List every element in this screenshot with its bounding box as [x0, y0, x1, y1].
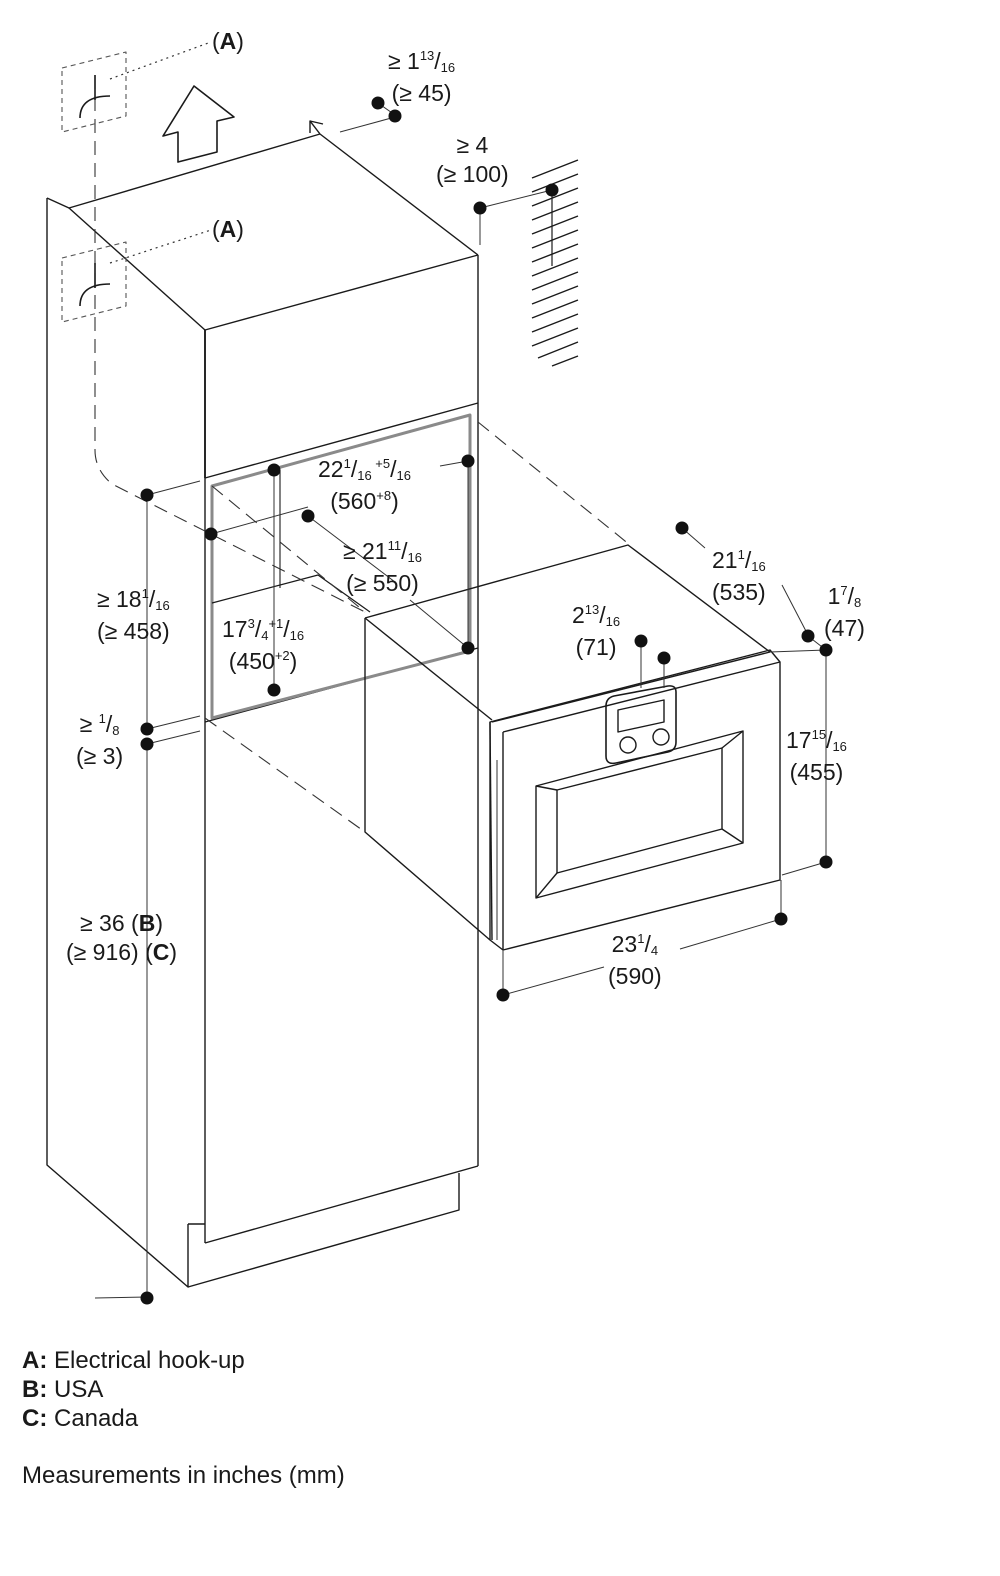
dimension-line-text: (450+2)	[228, 648, 298, 674]
floor-height-label: ≥ 36 (B) (≥ 916) (C)	[66, 909, 177, 967]
shelf-thickness-label: ≥ 1/8 (≥ 3)	[76, 710, 123, 771]
fascia-depth-label: 17/8 (47)	[824, 582, 865, 643]
oven-width-label: 231/4 (590)	[608, 930, 662, 991]
installation-diagram: (A) (A) ≥ 113/16 (≥ 45) ≥ 4 (≥ 100) 221/16…	[46, 27, 865, 1305]
dimension-line-text: (455)	[789, 759, 844, 785]
control-panel	[605, 685, 677, 765]
niche-width-label: 221/16 +5/16 (560+8)	[318, 455, 411, 519]
dimension-line-text: (≥ 45)	[391, 80, 452, 106]
up-arrow-icon	[162, 85, 235, 163]
niche-depth-label: ≥ 2111/16 (≥ 550)	[343, 537, 422, 598]
dimension-line-text: 211/16	[712, 547, 766, 574]
dimension-line-text: (A)	[212, 216, 244, 242]
guide-lines	[94, 75, 631, 833]
legend: A: Electrical hook-up B: USA C: Canada	[22, 1346, 245, 1433]
socket-icon-top	[79, 75, 111, 119]
hookup-box-mid	[61, 241, 127, 323]
hookup-label-mid: (A)	[212, 215, 244, 244]
dimension-line-text: 17/8	[827, 583, 862, 610]
dimension-line-text: (≥ 550)	[346, 570, 419, 596]
oven-depth-label: 211/16 (535)	[712, 546, 766, 607]
dimension-line-text: 173/4+1/16	[222, 616, 305, 643]
hookup-leaders	[109, 41, 212, 264]
dimension-line-text: (≥ 100)	[436, 161, 509, 187]
dimension-line-text: ≥ 181/16	[97, 586, 170, 613]
dimension-line-text: 1715/16	[786, 727, 847, 754]
legend-item-a: A: Electrical hook-up	[22, 1347, 245, 1374]
dimension-line-text: 221/16 +5/16	[318, 456, 411, 483]
measurement-note: Measurements in inches (mm)	[22, 1462, 345, 1489]
dimension-dots	[140, 96, 833, 1305]
rear-clearance-label: ≥ 4 (≥ 100)	[436, 131, 509, 189]
dimension-line-text: (535)	[712, 579, 766, 605]
dimension-line-text: (560+8)	[330, 488, 399, 514]
dimension-line-text: (≥ 3)	[76, 743, 124, 769]
control-panel-width-label: 213/16 (71)	[572, 601, 620, 662]
hookup-label-top: (A)	[212, 27, 244, 56]
dimension-line-text: ≥ 36 (B)	[80, 910, 163, 936]
wall-hatch	[531, 159, 579, 367]
niche-height-label: 173/4+1/16 (450+2)	[222, 615, 304, 679]
dimension-line-text: ≥ 2111/16	[343, 538, 422, 565]
dimension-line-text: 231/4	[611, 931, 659, 958]
dimension-line-text: (A)	[212, 28, 244, 54]
oven-height-label: 1715/16 (455)	[786, 726, 847, 787]
diagram-drawing	[46, 41, 833, 1305]
dimension-line-text: (590)	[608, 963, 662, 989]
dimension-line-text: (71)	[575, 634, 617, 660]
cabinet	[46, 120, 479, 1288]
socket-icon-mid	[79, 263, 111, 307]
dimension-line-text: ≥ 4	[456, 132, 489, 158]
dimension-line-text: 213/16	[572, 602, 621, 629]
dimension-line-text: ≥ 1/8	[79, 711, 120, 738]
dimension-line-text: (≥ 458)	[97, 618, 170, 644]
hookup-box-top	[61, 51, 127, 133]
niche-upper-height-label: ≥ 181/16 (≥ 458)	[97, 585, 170, 646]
dimension-line-text: ≥ 113/16	[388, 48, 456, 75]
legend-item-b: B: USA	[22, 1376, 104, 1403]
top-clearance-label: ≥ 113/16 (≥ 45)	[388, 47, 455, 108]
legend-item-c: C: Canada	[22, 1405, 139, 1432]
dimension-line-text: (≥ 916) (C)	[66, 939, 178, 965]
dimension-line-text: (47)	[824, 615, 865, 641]
